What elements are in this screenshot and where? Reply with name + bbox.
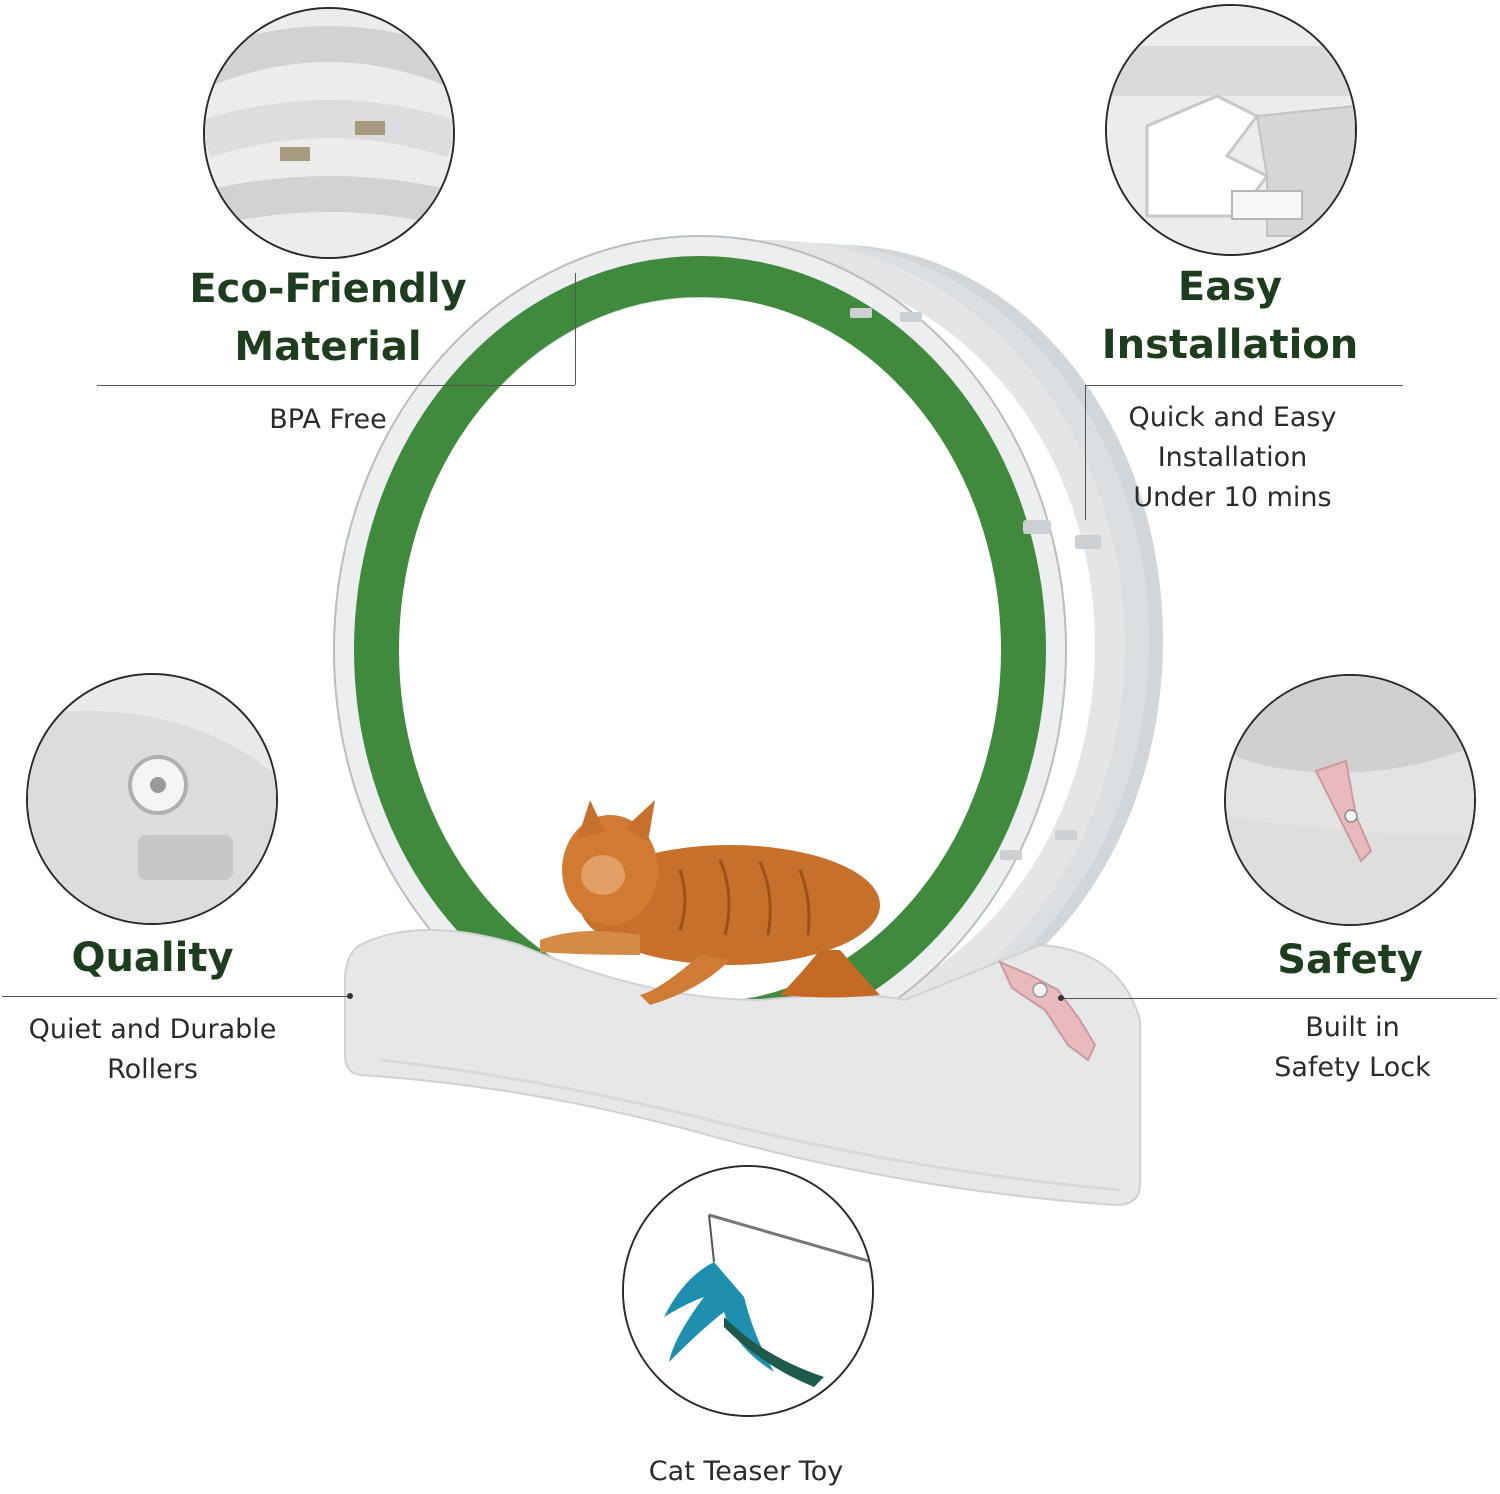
cat-teaser-toy-image [622,1165,874,1417]
install-leader-line [1085,385,1086,520]
install-title-line1: Easy [1177,264,1283,310]
eco-friendly-heading: Eco-Friendly Material [178,260,478,376]
install-rule [1085,385,1403,386]
quality-heading: Quality [71,935,234,981]
install-description: Quick and Easy Installation Under 10 min… [1090,398,1375,518]
install-desc-line1: Quick and Easy [1128,402,1337,433]
eco-title-line2: Material [234,324,422,370]
install-title-line2: Installation [1101,322,1359,368]
eco-rule [97,385,575,386]
quality-leader-dot [347,993,353,999]
safety-rule [1062,998,1497,999]
wheel-base [344,929,1141,1207]
quality-desc-line2: Rollers [107,1054,198,1085]
quality-description: Quiet and Durable Rollers [10,1010,295,1090]
install-desc-line3: Under 10 mins [1133,482,1332,513]
safety-desc-line2: Safety Lock [1274,1052,1431,1083]
eco-material-detail-image [203,7,455,259]
cat-teaser-toy-label: Cat Teaser Toy [648,1456,844,1487]
quality-rule [2,996,350,997]
quality-desc-line1: Quiet and Durable [28,1014,277,1045]
eco-title-line1: Eco-Friendly [189,266,467,312]
easy-installation-heading: Easy Installation [1080,258,1380,374]
cat [540,800,880,1005]
rollers-detail-image [26,673,278,925]
safety-leader-dot [1058,995,1064,1001]
safety-desc-line1: Built in [1305,1012,1400,1043]
eco-leader-line [575,273,576,385]
safety-heading: Safety [1277,937,1423,983]
install-desc-line2: Installation [1157,442,1308,473]
safety-lock-detail-image [1224,674,1476,926]
safety-lock [997,960,1097,1062]
safety-description: Built in Safety Lock [1225,1008,1480,1088]
eco-description: BPA Free [269,404,387,435]
installation-detail-image [1105,4,1357,256]
